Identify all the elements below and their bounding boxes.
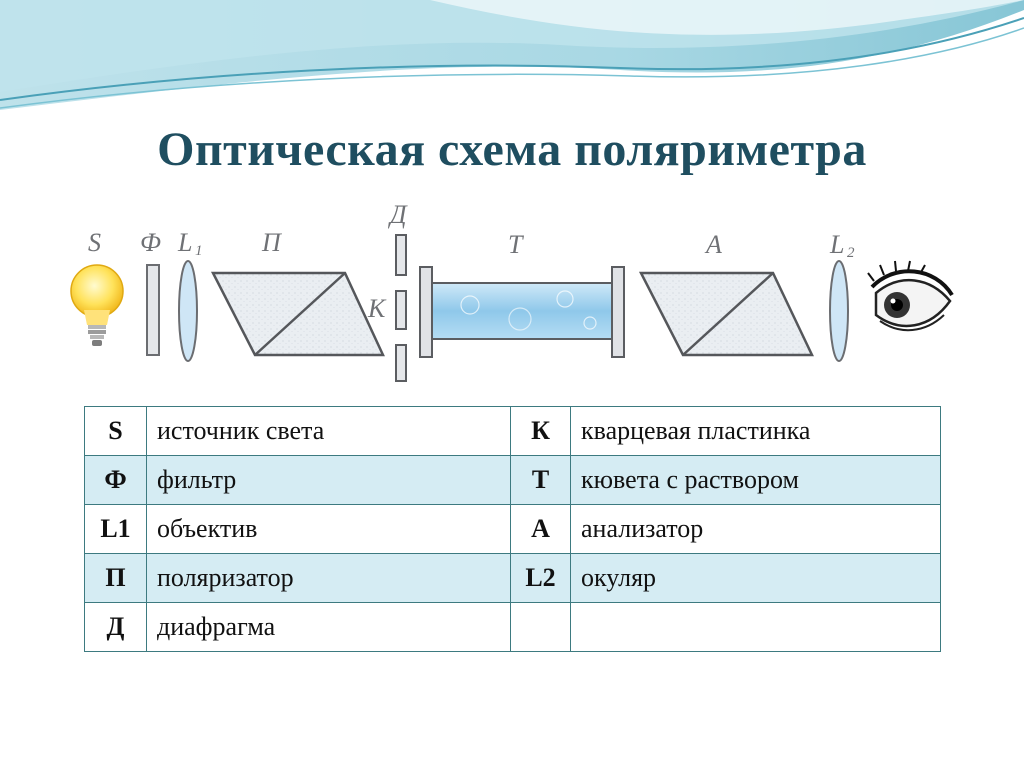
legend-description: кварцевая пластинка (570, 406, 941, 456)
page-title: Оптическая схема поляриметра (157, 123, 867, 176)
lens-l2 (829, 260, 849, 362)
legend-description: объектив (146, 504, 511, 554)
filter-plate (146, 264, 160, 356)
legend-description: окуляр (570, 553, 941, 603)
legend-symbol: Т (510, 455, 571, 505)
legend-description: анализатор (570, 504, 941, 554)
legend-symbol: Д (84, 602, 147, 652)
legend-symbol: П (84, 553, 147, 603)
legend-description: диафрагма (146, 602, 511, 652)
polarizer-prism (210, 271, 385, 357)
diaphragm (395, 234, 407, 382)
lens-l1 (178, 260, 198, 362)
legend-description: кювета с раствором (570, 455, 941, 505)
label-D: Д (387, 200, 408, 229)
legend-description (570, 602, 941, 652)
label-L2-subscript: 2 (847, 245, 855, 261)
legend-symbol: S (84, 406, 147, 456)
legend-symbol: А (510, 504, 571, 554)
legend-description: фильтр (146, 455, 511, 505)
optical-scheme-diagram: S Ф L 1 П Д К Т А L 2 (70, 200, 954, 382)
header-wave-decoration (0, 0, 1024, 110)
legend-symbol: Ф (84, 455, 147, 505)
label-L1-subscript: 1 (195, 243, 203, 259)
legend-symbol: К (510, 406, 571, 456)
legend-symbol (510, 602, 571, 652)
legend-symbol: L2 (510, 553, 571, 603)
label-A: А (704, 230, 722, 259)
eye-icon (867, 260, 954, 332)
cuvette-tube (419, 266, 625, 358)
label-P: П (261, 228, 283, 257)
label-L1: L (177, 228, 192, 257)
legend-description: поляризатор (146, 553, 511, 603)
label-F: Ф (140, 228, 161, 257)
label-S: S (88, 228, 101, 257)
legend-symbol: L1 (84, 504, 147, 554)
quartz-plate (395, 290, 407, 330)
label-K: К (367, 294, 387, 323)
analyzer-prism (638, 271, 814, 357)
label-T: Т (508, 230, 524, 259)
legend-description: источник света (146, 406, 511, 456)
label-L2: L (829, 230, 844, 259)
light-bulb-icon (70, 264, 124, 346)
